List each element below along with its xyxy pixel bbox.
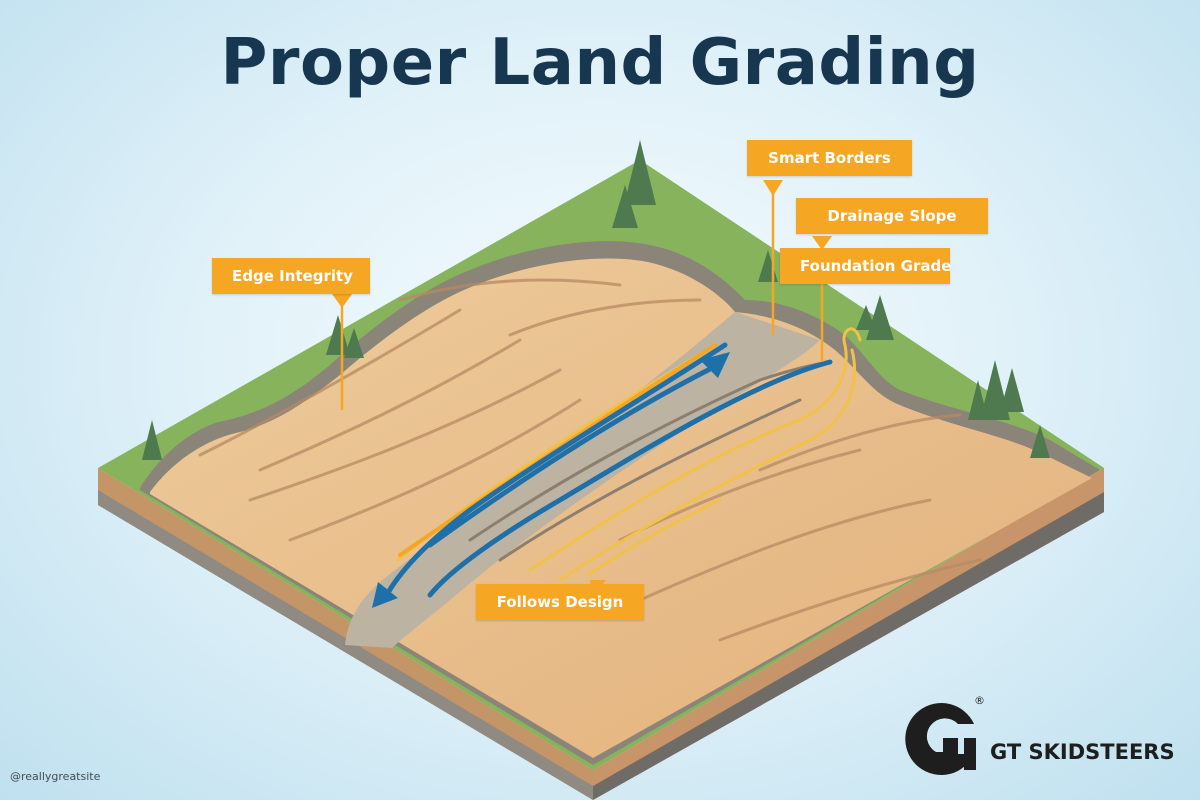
tree-icon [612,185,638,228]
tree-icon [856,305,876,330]
block-right-face-base [593,492,1104,800]
tree-icon [1030,425,1050,458]
water-flow-line-right [427,359,833,598]
tree-icon [326,315,350,355]
callout-drainage-slope: Drainage Slope [796,198,988,234]
tree-icon [968,380,988,420]
registered-mark: ® [974,694,985,707]
trees [142,140,1050,460]
tree-icon [624,140,656,205]
pointer-smart-borders [763,180,783,196]
tree-icon [344,328,364,358]
brand-name: GT SKIDSTEERS [990,740,1175,764]
graded-soil-fill [150,258,1092,758]
callout-edge-integrity: Edge Integrity [212,258,370,294]
water-flow-line-lower [382,342,728,601]
gt-logo-icon [905,703,976,775]
water-flow [382,342,833,601]
watermark-handle: @reallygreatsite [10,770,101,783]
page-title: Proper Land Grading [220,26,980,100]
pointer-edge-integrity [332,294,352,308]
callout-smart-borders: Smart Borders [747,140,912,176]
tree-icon [1000,368,1024,412]
flow-arrow-down-icon [372,582,398,608]
callout-foundation-grade: Foundation Grade [780,248,951,284]
water-flow-line-upper [427,365,715,548]
callout-follows-design: Follows Design [476,584,644,620]
flow-arrow-up-icon [700,352,730,378]
brand-logo: ® GT SKIDSTEERS [898,694,1188,784]
design-contour-lines [468,360,832,562]
tree-icon [142,420,162,460]
pointer-drainage-slope [812,236,832,250]
